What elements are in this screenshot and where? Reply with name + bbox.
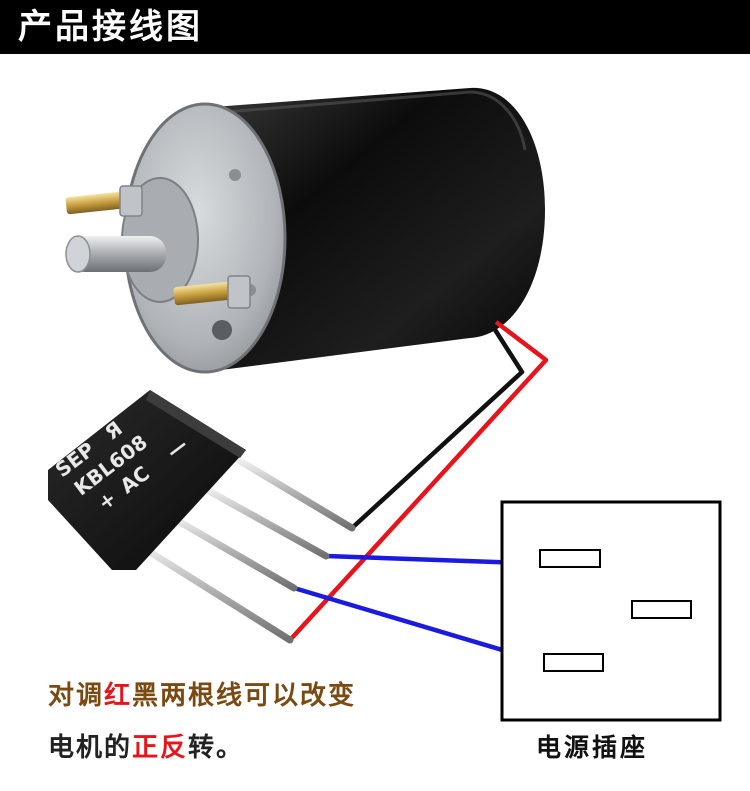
header-bar: 产品接线图 [0,0,750,54]
socket-slot-left-top [539,549,601,568]
bridge-rectifier: SEP Я KBL608 + AC — [48,390,246,570]
motor-body [200,87,545,372]
socket-slot-right [631,600,692,619]
dc-motor [65,87,545,374]
brass-stud-lower [173,280,241,306]
pin-ac-2 [162,510,298,592]
instruction-highlight-red: 红 [104,681,133,711]
socket-slot-left-bottom [543,653,604,672]
red-wire [288,320,549,642]
pin-minus [231,454,356,532]
rectifier-top-edge [146,390,246,458]
power-socket [500,500,722,722]
socket-label: 电源插座 [536,733,649,762]
motor-shaft-end [65,235,91,273]
instruction-text: 对调 [48,681,105,711]
rectifier-pins [130,454,356,644]
instruction-line-1: 对调红黑两根线可以改变 [48,680,356,712]
hex-nut-lower [227,275,251,309]
black-wire [350,323,525,530]
motor-highlight [224,90,527,151]
instruction-text: 电机的 [48,733,133,763]
brass-stud-upper [65,190,133,215]
instruction-text: 转。 [188,733,245,763]
pin-plus [130,538,294,644]
motor-shaft [68,236,166,272]
instruction-text: 黑两根线可以改变 [132,681,357,711]
pin-ac-1 [196,482,330,560]
instruction-highlight-forward-reverse: 正反 [132,733,189,763]
rectifier-body [48,390,246,570]
hex-nut-upper [119,185,143,217]
page-title: 产品接线图 [18,7,203,47]
motor-rivet [229,169,241,181]
instruction-line-2: 电机的正反转。 [48,732,244,764]
motor-screw-hole [212,320,232,340]
